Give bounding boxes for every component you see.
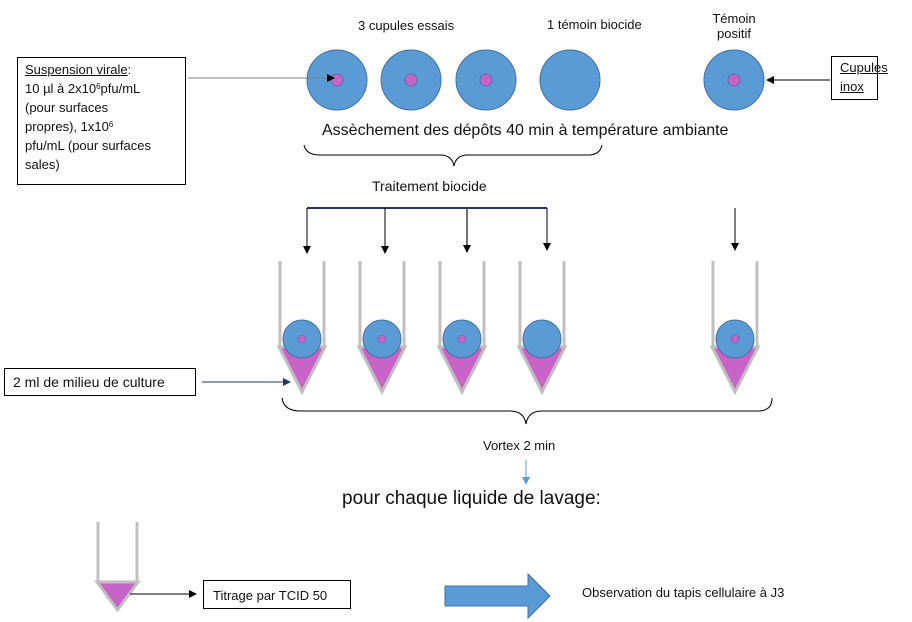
suspension-title: Suspension virale bbox=[25, 62, 128, 77]
wash-liquid-tube bbox=[94, 522, 141, 613]
virus-drop bbox=[297, 334, 307, 344]
tube-test-cup-3 bbox=[436, 261, 488, 396]
virus-drop bbox=[479, 73, 493, 87]
virus-drop bbox=[330, 73, 344, 87]
tube-positive-control-cup bbox=[709, 261, 761, 396]
virus-drop bbox=[404, 73, 418, 87]
biocide-control-cup bbox=[539, 49, 601, 111]
titration-text: Titrage par TCID 50 bbox=[213, 588, 328, 603]
positive-control-label: Témoin positif bbox=[709, 11, 759, 41]
tube-test-cup-2 bbox=[356, 261, 408, 396]
suspension-line4: pfu/mL (pour surfaces bbox=[25, 138, 151, 153]
titration-box: Titrage par TCID 50 bbox=[203, 580, 351, 609]
virus-drop bbox=[457, 334, 467, 344]
tube-walls bbox=[711, 261, 759, 347]
tube-walls bbox=[518, 261, 566, 347]
tube-walls bbox=[278, 261, 326, 347]
cup-disc bbox=[522, 319, 562, 359]
vortex-label: Vortex 2 min bbox=[483, 438, 556, 453]
suspension-line2: (pour surfaces bbox=[25, 100, 109, 115]
tube-test-cup-1 bbox=[276, 261, 328, 396]
test-cup-3 bbox=[455, 49, 517, 111]
suspension-box: Suspension virale: 10 µl à 2x106pfu/mL (… bbox=[17, 57, 186, 185]
suspension-title-suffix: : bbox=[127, 62, 132, 77]
tube-walls bbox=[358, 261, 406, 347]
tube-biocide-control-cup bbox=[516, 261, 568, 396]
drying-brace bbox=[303, 144, 603, 167]
suspension-line5: sales) bbox=[25, 157, 60, 172]
culture-medium-text: 2 ml de milieu de culture bbox=[13, 374, 165, 390]
suspension-line3: propres), 1x10 bbox=[25, 119, 109, 134]
drying-label: Assèchement des dépôts 40 min à températ… bbox=[322, 122, 729, 139]
suspension-line1: 10 µl à 2x10 bbox=[25, 81, 97, 96]
exponent: 6 bbox=[108, 120, 114, 129]
per-wash-label: pour chaque liquide de lavage: bbox=[342, 488, 601, 509]
block-arrow-icon bbox=[444, 572, 551, 620]
cups-material-box: Cupules inox bbox=[831, 56, 888, 100]
vortex-brace bbox=[281, 397, 773, 425]
cup-disc bbox=[539, 49, 601, 111]
test-cup-2 bbox=[380, 49, 442, 111]
virus-drop bbox=[377, 334, 387, 344]
positive-control-label-line1: Témoin bbox=[712, 11, 756, 26]
culture-medium-box: 2 ml de milieu de culture bbox=[4, 368, 196, 396]
virus-drop bbox=[727, 73, 741, 87]
test-cup-1 bbox=[306, 49, 368, 111]
positive-control-cup bbox=[703, 49, 765, 111]
observation-label: Observation du tapis cellulaire à J3 bbox=[582, 585, 785, 600]
positive-control-label-line2: positif bbox=[717, 26, 751, 41]
cups-material-line1: Cupules bbox=[840, 60, 888, 75]
virus-drop bbox=[730, 334, 740, 344]
biocide-treatment-label: Traitement biocide bbox=[372, 178, 487, 194]
test-cups-label: 3 cupules essais bbox=[358, 18, 455, 33]
exponent: 6 bbox=[96, 82, 101, 91]
suspension-unit: pfu/mL bbox=[100, 81, 141, 96]
tube-walls bbox=[438, 261, 486, 347]
cups-material-line2: inox bbox=[840, 79, 864, 94]
biocide-control-label: 1 témoin biocide bbox=[547, 17, 642, 32]
